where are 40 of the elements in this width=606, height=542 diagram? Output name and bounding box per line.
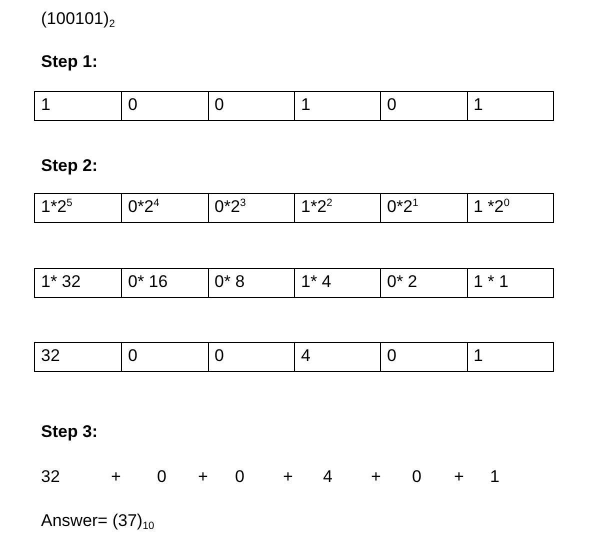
number: 0 — [412, 466, 422, 487]
table-cell: 1* 32 — [34, 268, 122, 298]
answer-text: Answer= (37)$_{10}$ — [41, 511, 154, 531]
table-cell: 1 — [466, 342, 554, 372]
table-cell: 0*2$^{1}$ — [380, 193, 468, 223]
plus-sign: + — [371, 466, 381, 487]
table-cell: 0 — [380, 342, 468, 372]
binary-number: (100101)$_{2}$ — [41, 9, 115, 29]
plus-sign: + — [454, 466, 464, 487]
table-cell: 1 — [34, 91, 122, 121]
plus-sign: + — [111, 466, 121, 487]
table-cell: 0* 2 — [380, 268, 468, 298]
table-cell: 0* 8 — [208, 268, 295, 298]
table-cell: 1*2$^{2}$ — [294, 193, 381, 223]
step-heading: Step 1: — [41, 52, 98, 72]
table-cell: 0 — [208, 342, 295, 372]
table-cell: 0* 16 — [121, 268, 208, 298]
table-cell: 0 — [121, 342, 208, 372]
step-heading: Step 3: — [41, 422, 98, 442]
number: 1 — [490, 466, 500, 487]
plus-sign: + — [283, 466, 293, 487]
number: 32 — [41, 466, 60, 487]
number: 0 — [235, 466, 244, 487]
number: 0 — [157, 466, 166, 487]
table-cell: 0 — [380, 91, 468, 121]
table-cell: 4 — [294, 342, 381, 372]
table-cell: 0 — [208, 91, 295, 121]
table-cell: 0*2$^{3}$ — [208, 193, 295, 223]
table-cell: 0*2$^{4}$ — [121, 193, 208, 223]
plus-sign: + — [198, 466, 208, 487]
table-cell: 32 — [34, 342, 122, 372]
table-cell: 1 *2$^{0}$ — [466, 193, 554, 223]
table-cell: 1 — [294, 91, 381, 121]
table-cell: 1* 4 — [294, 268, 381, 298]
step-heading: Step 2: — [41, 156, 98, 176]
table-cell: 0 — [121, 91, 208, 121]
number: 4 — [323, 466, 332, 487]
table-cell: 1 — [466, 91, 554, 121]
table-cell: 1 * 1 — [466, 268, 554, 298]
table-cell: 1*2$^{5}$ — [34, 193, 122, 223]
